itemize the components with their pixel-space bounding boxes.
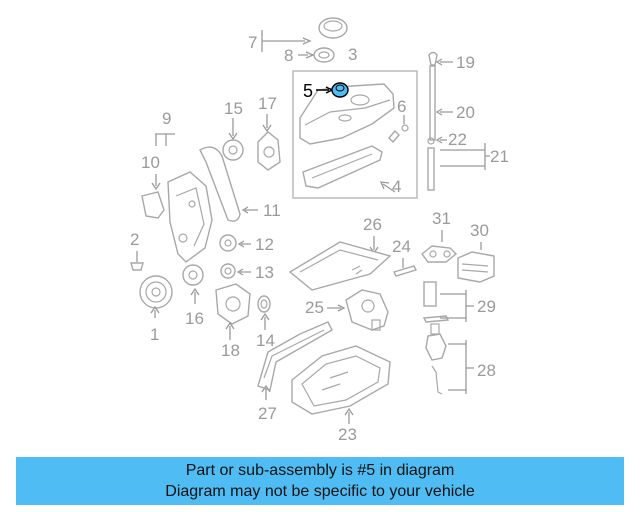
- label-17: 17: [258, 94, 277, 113]
- label-12: 12: [255, 235, 274, 254]
- part-1-crank-pulley: [139, 275, 173, 309]
- part-13-idler: [220, 263, 236, 279]
- label-4: 4: [392, 177, 401, 196]
- label-27: 27: [258, 404, 277, 423]
- label-6: 6: [397, 97, 406, 116]
- part-27-pan-gasket: [257, 321, 333, 391]
- label-5-highlight: 5: [303, 81, 313, 101]
- part-28-filter-housing: [425, 333, 447, 361]
- label-3: 3: [348, 45, 357, 64]
- label-30: 30: [470, 221, 489, 240]
- part-15-pulley: [222, 139, 244, 161]
- info-banner: Part or sub-assembly is #5 in diagram Di…: [16, 457, 624, 505]
- part-29-filter: [423, 281, 437, 307]
- label-13: 13: [255, 263, 274, 282]
- part-2-bolt: [130, 262, 144, 271]
- part-25-oil-pump-module: [345, 289, 389, 331]
- label-24: 24: [392, 237, 411, 256]
- part-29-seal: [422, 315, 450, 323]
- part-16-gear: [182, 264, 204, 286]
- label-29: 29: [477, 297, 496, 316]
- label-22: 22: [448, 130, 467, 149]
- part-6-bolt: [388, 129, 400, 144]
- label-14: 14: [256, 331, 275, 350]
- label-10: 10: [141, 153, 160, 172]
- label-21: 21: [490, 147, 509, 166]
- part-21-guide: [427, 147, 435, 191]
- label-20: 20: [456, 103, 475, 122]
- label-18: 18: [221, 341, 240, 360]
- parts-diagram: 7 8 3 4 6 5 19 20 22 21 9 10 11 15 17: [130, 17, 509, 444]
- label-28: 28: [477, 361, 496, 380]
- part-10-gasket: [141, 191, 165, 219]
- label-9: 9: [162, 109, 171, 128]
- banner-line-2: Diagram may not be specific to your vehi…: [165, 483, 475, 500]
- label-11: 11: [263, 201, 281, 220]
- part-18-oil-pump: [215, 283, 251, 325]
- label-31: 31: [432, 209, 451, 228]
- part-14-seal: [257, 295, 271, 313]
- label-19: 19: [456, 53, 475, 72]
- part-11-timing-belt: [199, 146, 241, 222]
- part-31-sensor: [421, 245, 458, 263]
- label-8: 8: [284, 46, 293, 65]
- part-9-timing-cover: [167, 171, 213, 263]
- part-23-oil-pan: [291, 345, 391, 415]
- label-26: 26: [363, 215, 382, 234]
- part-17-tensioner: [257, 131, 281, 171]
- label-7: 7: [248, 33, 257, 52]
- banner-line-1: Part or sub-assembly is #5 in diagram: [185, 462, 455, 479]
- valve-cover-box: [292, 70, 418, 199]
- label-25: 25: [305, 298, 324, 317]
- part-30-oil-cooler: [457, 251, 495, 283]
- part-26-baffle: [288, 241, 392, 291]
- part-20-dipstick-tube: [429, 65, 436, 141]
- part-8-seal: [313, 47, 335, 63]
- part-12-idler: [219, 234, 237, 252]
- label-2: 2: [130, 230, 139, 249]
- label-16: 16: [185, 309, 204, 328]
- part-19-dipstick-handle: [428, 51, 438, 66]
- label-15: 15: [224, 99, 243, 118]
- label-1: 1: [150, 325, 159, 344]
- part-4-gasket: [302, 145, 383, 189]
- label-23: 23: [338, 425, 357, 444]
- part-24-pickup: [393, 265, 417, 277]
